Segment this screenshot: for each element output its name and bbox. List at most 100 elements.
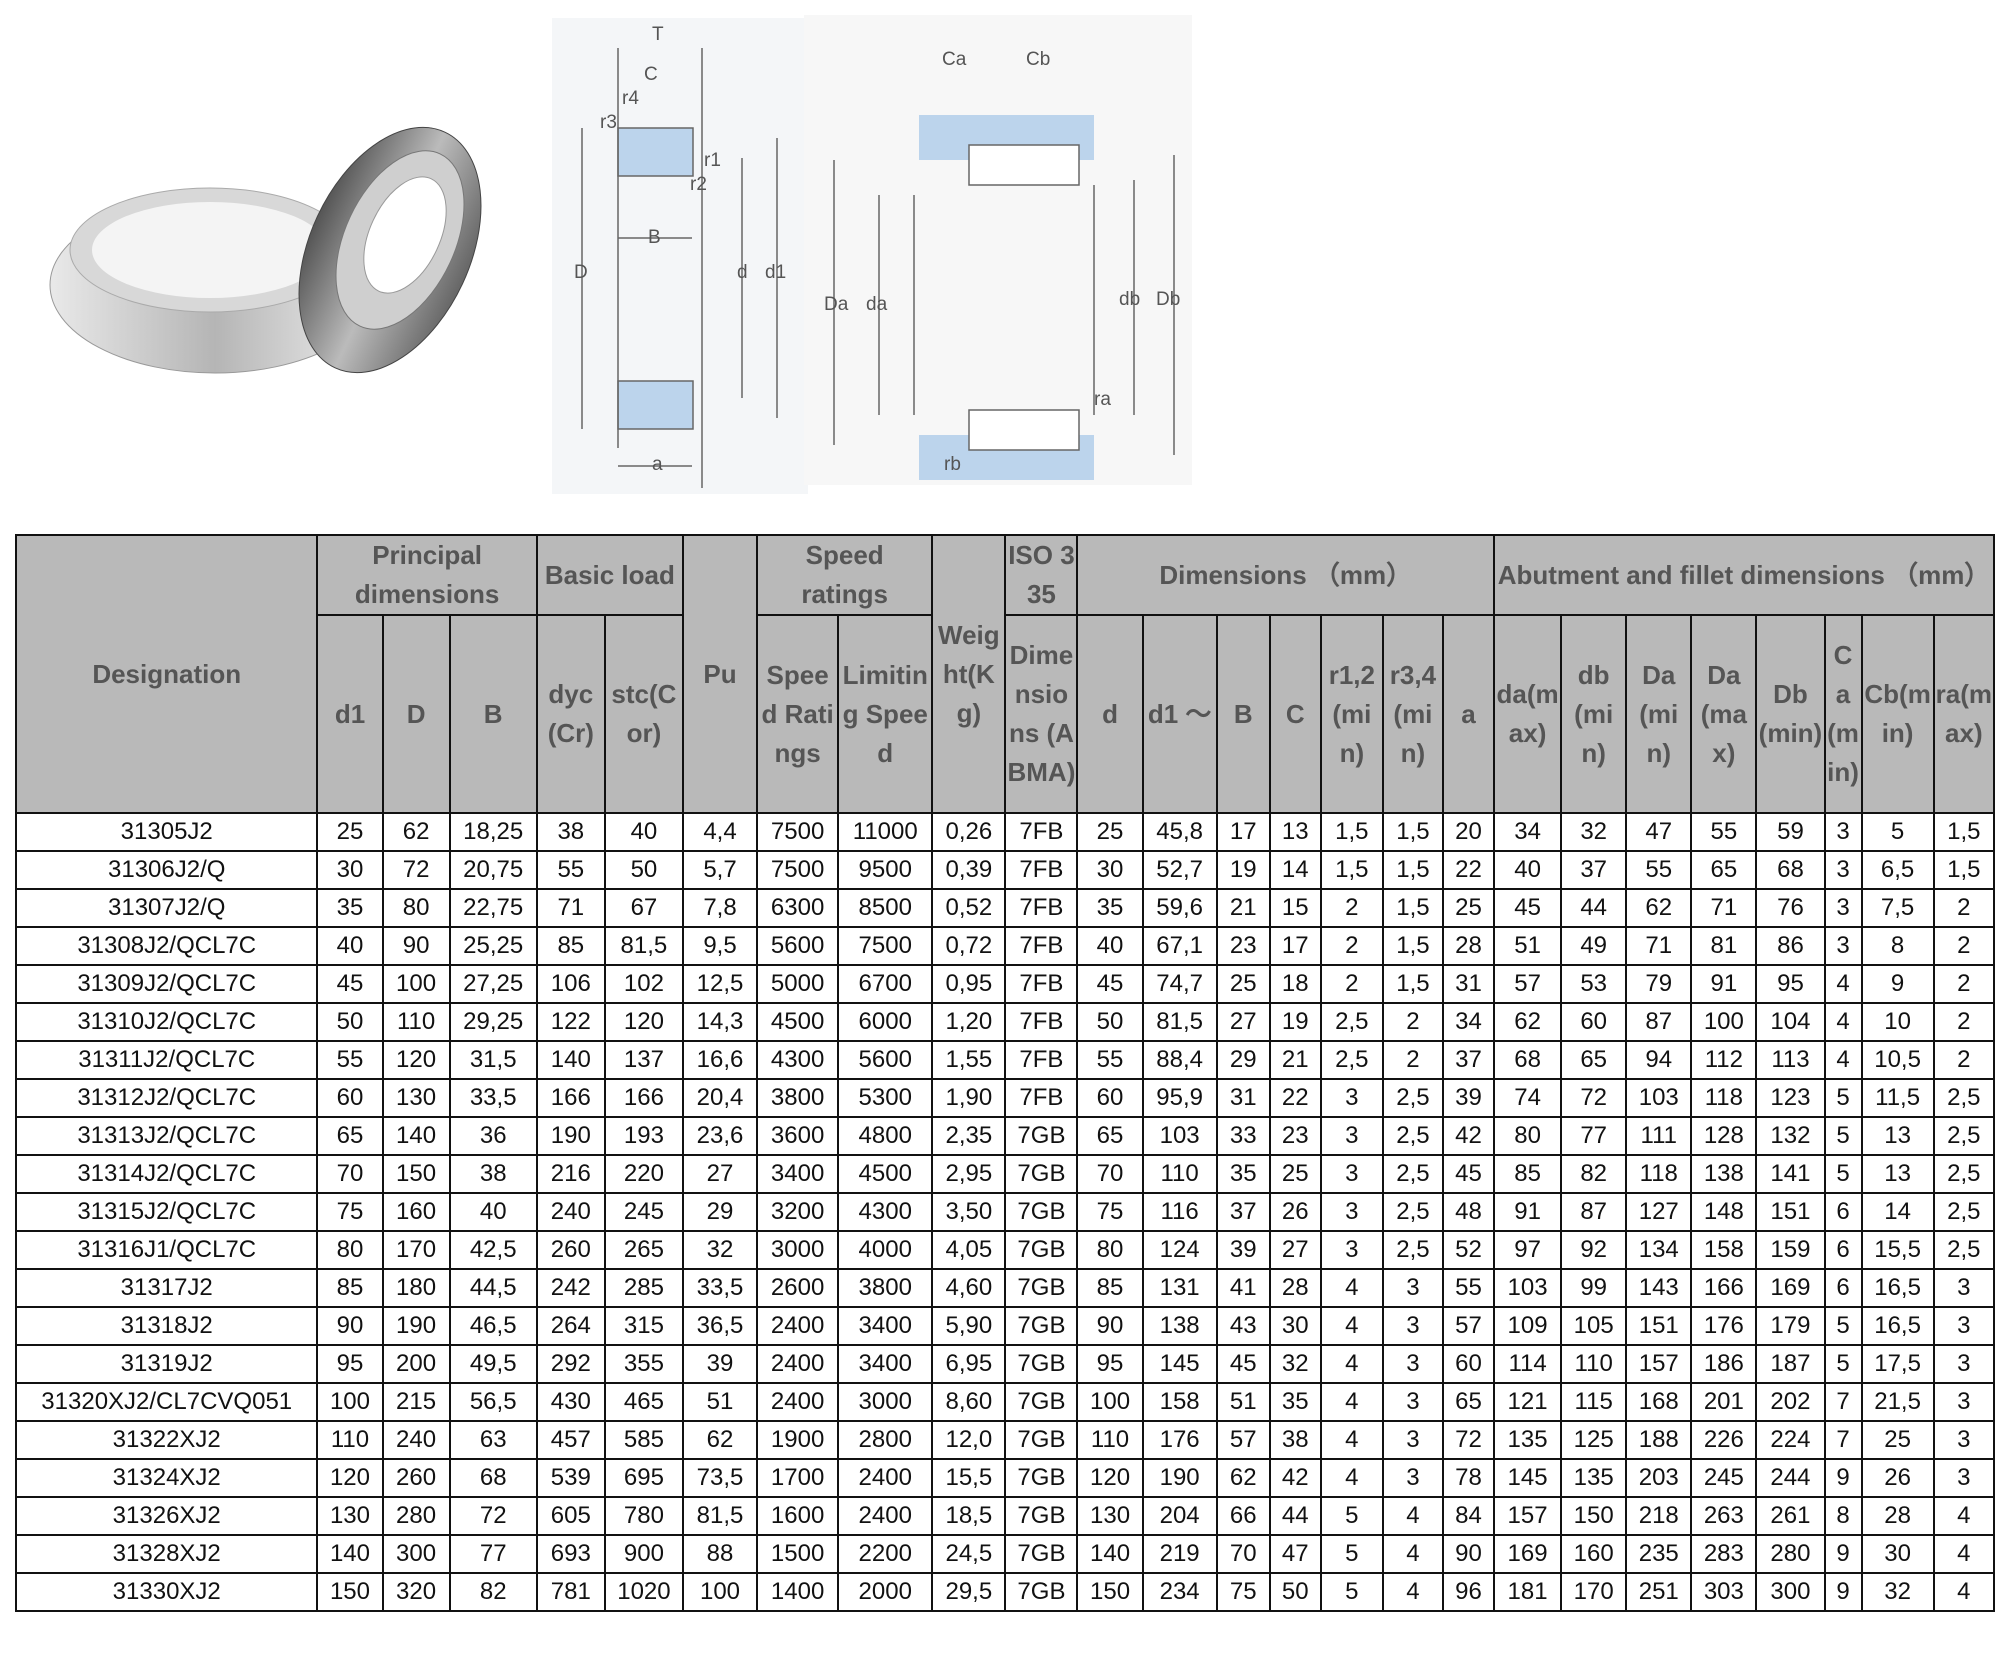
table-cell: 280 — [1755, 1534, 1826, 1574]
table-cell: 55 — [1441, 1268, 1496, 1308]
table-cell: 49,5 — [448, 1344, 538, 1384]
table-cell: 62 — [1625, 888, 1693, 928]
table-cell: 1,5 — [1319, 812, 1384, 852]
table-cell: 7GB — [1004, 1382, 1079, 1422]
table-cell: 45 — [1441, 1154, 1496, 1194]
table-cell: 3 — [1381, 1420, 1444, 1460]
table-cell: 2 — [1319, 888, 1384, 928]
table-cell: 3 — [1932, 1344, 1996, 1384]
table-cell: 28 — [1441, 926, 1496, 966]
table-cell: 181 — [1493, 1572, 1563, 1612]
table-cell: 102 — [603, 964, 684, 1004]
table-cell: 780 — [603, 1496, 684, 1536]
designation-cell: 31309J2/QCL7C — [14, 964, 319, 1004]
table-cell: 29,25 — [448, 1002, 538, 1042]
table-cell: 9,5 — [681, 926, 759, 966]
table-cell: 7GB — [1004, 1306, 1079, 1346]
table-cell: 128 — [1690, 1116, 1758, 1156]
table-cell: 26 — [1860, 1458, 1935, 1498]
table-cell: 1,5 — [1932, 812, 1996, 852]
table-cell: 7GB — [1004, 1496, 1079, 1536]
table-cell: 35 — [1268, 1382, 1322, 1422]
table-cell: 7GB — [1004, 1268, 1079, 1308]
table-cell: 51 — [681, 1382, 759, 1422]
table-cell: 4800 — [837, 1116, 934, 1156]
table-cell: 55 — [1076, 1040, 1144, 1080]
table-cell: 71 — [1690, 888, 1758, 928]
table-cell: 60 — [1441, 1344, 1496, 1384]
table-cell: 158 — [1141, 1382, 1218, 1422]
table-cell: 30 — [316, 850, 384, 890]
table-cell: 63 — [448, 1420, 538, 1460]
table-cell: 5 — [1823, 1344, 1863, 1384]
table-cell: 14,3 — [681, 1002, 759, 1042]
table-cell: 3 — [1319, 1230, 1384, 1270]
table-cell: 39 — [1441, 1078, 1496, 1118]
table-cell: 130 — [1076, 1496, 1144, 1536]
designation-cell: 31308J2/QCL7C — [14, 926, 319, 966]
table-cell: 12,5 — [681, 964, 759, 1004]
table-cell: 88,4 — [1141, 1040, 1218, 1080]
table-cell: 20 — [1441, 812, 1496, 852]
table-cell: 303 — [1690, 1572, 1758, 1612]
table-cell: 150 — [316, 1572, 384, 1612]
table-cell: 44,5 — [448, 1268, 538, 1308]
header-col: B — [1215, 614, 1271, 814]
table-cell: 45 — [316, 964, 384, 1004]
table-cell: 260 — [535, 1230, 606, 1270]
table-cell: 85 — [535, 926, 606, 966]
table-cell: 1020 — [603, 1572, 684, 1612]
table-cell: 2800 — [837, 1420, 934, 1460]
table-cell: 95 — [1076, 1344, 1144, 1384]
table-cell: 135 — [1493, 1420, 1563, 1460]
table-cell: 9 — [1823, 1458, 1863, 1498]
table-cell: 70 — [1076, 1154, 1144, 1194]
table-cell: 4300 — [837, 1192, 934, 1232]
table-cell: 234 — [1141, 1572, 1218, 1612]
table-cell: 5000 — [756, 964, 840, 1004]
table-cell: 71 — [535, 888, 606, 928]
table-cell: 264 — [535, 1306, 606, 1346]
table-cell: 2400 — [756, 1344, 840, 1384]
table-cell: 65 — [1690, 850, 1758, 890]
table-cell: 68 — [1493, 1040, 1563, 1080]
table-cell: 169 — [1755, 1268, 1826, 1308]
header-col: Da(min) — [1625, 614, 1693, 814]
table-cell: 80 — [1493, 1116, 1563, 1156]
table-cell: 22,75 — [448, 888, 538, 928]
table-cell: 50 — [1076, 1002, 1144, 1042]
table-cell: 77 — [1560, 1116, 1628, 1156]
table-cell: 7FB — [1004, 1040, 1079, 1080]
table-cell: 106 — [535, 964, 606, 1004]
table-cell: 263 — [1690, 1496, 1758, 1536]
table-cell: 235 — [1625, 1534, 1693, 1574]
table-cell: 3 — [1319, 1192, 1384, 1232]
table-cell: 3000 — [837, 1382, 934, 1422]
table-cell: 166 — [1690, 1268, 1758, 1308]
table-cell: 7FB — [1004, 1002, 1079, 1042]
table-cell: 585 — [603, 1420, 684, 1460]
table-cell: 0,26 — [931, 812, 1007, 852]
table-cell: 92 — [1560, 1230, 1628, 1270]
table-cell: 320 — [381, 1572, 451, 1612]
table-cell: 188 — [1625, 1420, 1693, 1460]
table-cell: 13 — [1268, 812, 1322, 852]
table-cell: 18,5 — [931, 1496, 1007, 1536]
svg-text:rb: rb — [944, 454, 961, 475]
table-cell: 5 — [1860, 812, 1935, 852]
table-cell: 11,5 — [1860, 1078, 1935, 1118]
table-cell: 40 — [1493, 850, 1563, 890]
table-cell: 16,5 — [1860, 1306, 1935, 1346]
table-cell: 42 — [1441, 1116, 1496, 1156]
header-speed-ratings: Speed ratings — [756, 534, 934, 616]
table-cell: 55 — [535, 850, 606, 890]
table-cell: 0,95 — [931, 964, 1007, 1004]
table-cell: 7FB — [1004, 964, 1079, 1004]
table-cell: 465 — [603, 1382, 684, 1422]
designation-cell: 31307J2/Q — [14, 888, 319, 928]
